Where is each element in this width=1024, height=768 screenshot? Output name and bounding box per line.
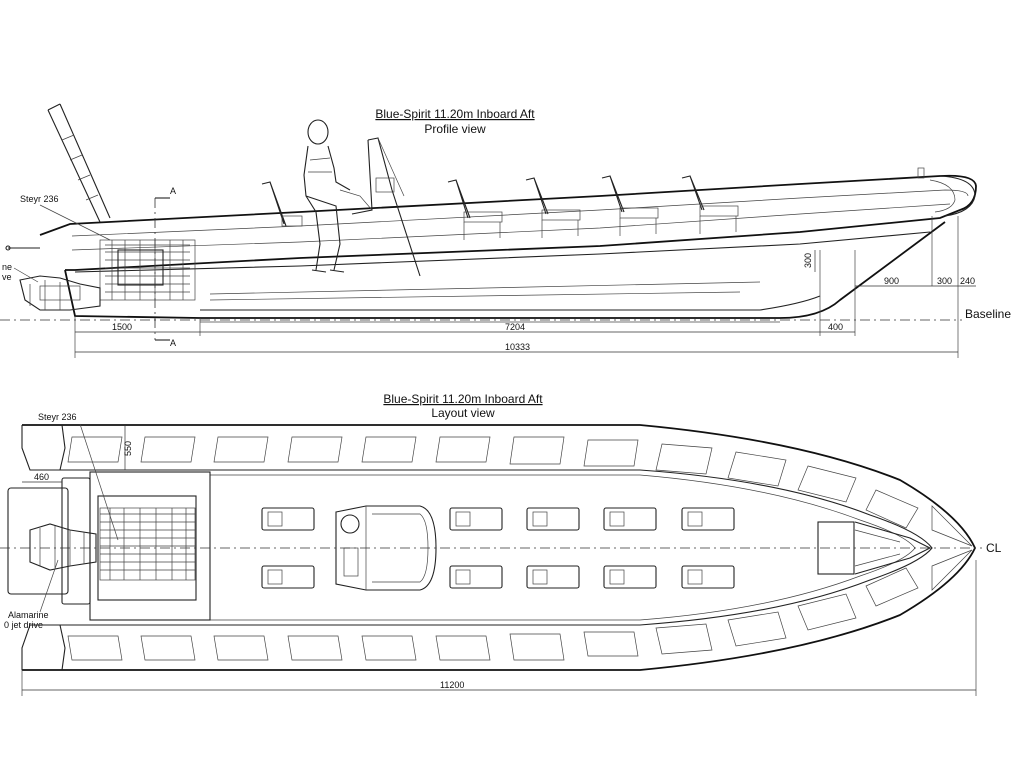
arch-mast (47, 103, 111, 223)
tube-nose-inner (929, 179, 956, 213)
dim-550: 550 (123, 441, 133, 456)
tube-end-top (21, 424, 66, 471)
profile-left-label-bottom: ve (2, 272, 12, 282)
baseline-label: Baseline (965, 307, 1011, 321)
hull-outline (64, 221, 946, 319)
svg-text:A: A (170, 186, 176, 196)
tube-end-bottom (21, 624, 66, 671)
engine-bay (89, 471, 211, 621)
dim-10333: 10333 (505, 342, 530, 352)
layout-deck-edge (210, 474, 916, 621)
layout-dimensions: 550 460 11200 (21, 425, 977, 696)
hull-strake-1 (209, 291, 741, 301)
dim-7204: 7204 (505, 322, 525, 332)
dim-300-vertical: 300 (803, 253, 813, 268)
profile-left-label-top: ne (2, 262, 12, 272)
dim-300-horizontal: 300 (937, 276, 952, 286)
dim-11200: 11200 (440, 680, 464, 690)
profile-engine-label: Steyr 236 (20, 194, 59, 204)
dim-460: 460 (34, 472, 49, 482)
tube-nose (939, 175, 976, 217)
engine-layout (99, 507, 196, 581)
engine-profile (99, 239, 196, 301)
layout-engine-label: Steyr 236 (38, 412, 77, 422)
profile-title: Blue-Spirit 11.20m Inboard Aft (375, 107, 535, 121)
dim-900: 900 (884, 276, 899, 286)
jet-drive-layout (29, 523, 97, 571)
tube-outline (39, 174, 977, 271)
profile-engine-leader (39, 204, 111, 241)
hull-strake-2 (209, 281, 761, 295)
dim-1500: 1500 (112, 322, 132, 332)
profile-subtitle: Profile view (424, 122, 486, 136)
profile-view: Blue-Spirit 11.20m Inboard Aft Profile v… (0, 103, 1011, 358)
deck-line (74, 231, 931, 273)
jet-label-line-2: 0 jet drive (4, 620, 43, 630)
dim-400: 400 (828, 322, 843, 332)
tube-inner-line (71, 189, 969, 237)
transom-platform (7, 487, 69, 595)
helmsman-figure (303, 119, 351, 273)
layout-engine-leader (79, 423, 119, 541)
profile-dimensions: 1500 7204 400 10333 300 900 300 240 (75, 250, 976, 353)
jet-label-line-1: Alamarine (8, 610, 49, 620)
hull-chine (200, 295, 821, 311)
centerline-label: CL (986, 541, 1002, 555)
tube-pads-bottom (67, 567, 919, 661)
layout-subtitle: Layout view (431, 406, 495, 420)
tube-inner-line-2 (71, 203, 951, 251)
layout-title: Blue-Spirit 11.20m Inboard Aft (383, 392, 543, 406)
bow-pad-bottom (931, 549, 973, 591)
bow-pad-top (931, 505, 973, 547)
svg-text:A: A (170, 338, 176, 348)
layout-seats (261, 507, 735, 589)
jet-drive-profile (19, 275, 101, 311)
jockey-seats (261, 175, 739, 240)
layout-tube-inner (60, 469, 933, 626)
dim-240: 240 (960, 276, 975, 286)
section-marker-a: A A (154, 186, 176, 348)
console-profile (339, 137, 421, 277)
tube-pads-top (67, 436, 919, 529)
layout-view: Blue-Spirit 11.20m Inboard Aft Layout vi… (0, 392, 1002, 696)
